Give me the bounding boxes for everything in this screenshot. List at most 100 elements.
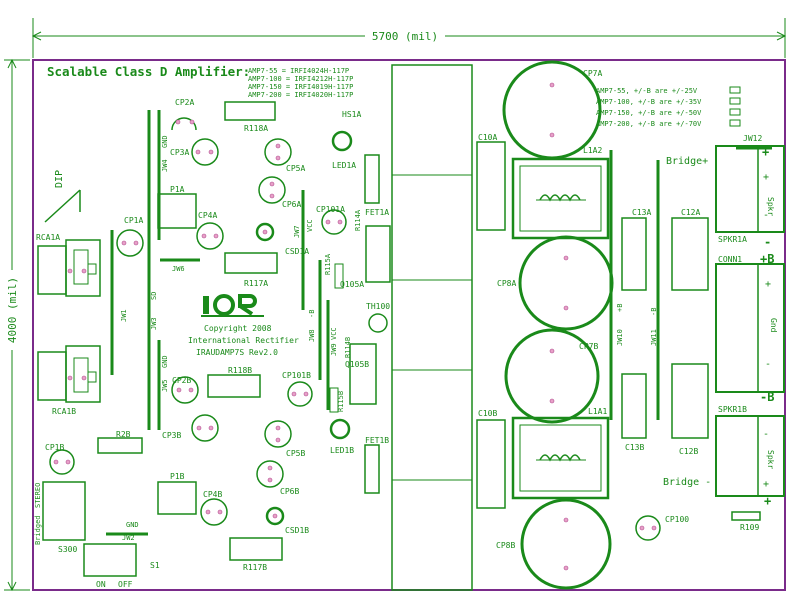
spkr1a-minus: - <box>763 210 769 221</box>
rca1b-connector <box>37 345 101 403</box>
jw6-label: JW6 <box>172 265 185 273</box>
cp5b-label: CP5B <box>286 449 305 458</box>
vcc-label-top: VCC <box>306 219 314 232</box>
rail-note-4: AMP7-200, +/-B are +/-70V <box>596 120 702 128</box>
spkr1b-minus: - <box>763 429 769 440</box>
cp3a-label: CP3A <box>170 148 189 157</box>
cp100-capacitor <box>635 515 661 541</box>
p1a-pot <box>157 193 197 229</box>
heatsink <box>391 64 473 591</box>
conn1-gnd-label: Gnd <box>769 318 778 333</box>
rail-minus-sign: - <box>764 235 771 249</box>
s300-label: S300 <box>58 545 77 554</box>
cp6a-label: CP6A <box>282 200 301 209</box>
jw2-label: JW2 <box>122 534 135 542</box>
gnd-label-bottom: GND <box>161 355 169 368</box>
cp8b-capacitor <box>520 498 612 590</box>
cp1b-capacitor <box>49 449 75 475</box>
conn1-terminal <box>715 263 785 393</box>
s300-switch <box>42 481 86 541</box>
r114a-label: R114A <box>354 209 362 231</box>
cp6b-capacitor <box>256 460 284 488</box>
variant-1: AMP7-55 = IRFI4024H-117P <box>248 67 349 75</box>
jw1-label: JW1 <box>120 309 128 322</box>
spkr1a-label: SPKR1A <box>718 235 747 244</box>
cp8a-label: CP8A <box>497 279 516 288</box>
vcc-label-bottom: VCC <box>330 327 338 340</box>
cp2b-capacitor <box>171 376 199 404</box>
csd1a-diode <box>255 222 275 242</box>
jw10-label: JW10 <box>616 329 624 346</box>
th100-thermistor <box>368 313 388 333</box>
jw4-label: JW4 <box>161 159 169 172</box>
cp8b-label: CP8B <box>496 541 515 550</box>
p1b-pot <box>157 481 197 515</box>
r118b-resistor <box>207 374 261 398</box>
jw5-label: JW5 <box>161 379 169 392</box>
c12b-label: C12B <box>679 447 698 456</box>
r115a-label: R115A <box>324 253 332 275</box>
r115b-label: R115B <box>337 391 345 412</box>
conn1-minus: - <box>765 359 771 370</box>
c13b-capacitor <box>621 373 647 439</box>
cp3a-capacitor <box>191 138 219 166</box>
cp2a-label: CP2A <box>175 98 194 107</box>
r117b-resistor <box>229 537 283 561</box>
bottom-plus-sign: + <box>764 494 771 508</box>
spkr1b-spkr-label: Spkr <box>766 450 775 469</box>
spkr1b-label: SPKR1B <box>718 405 747 414</box>
hs1a-label: HS1A <box>342 110 361 119</box>
variant-3: AMP7-150 = IRFI4019H-117P <box>248 83 353 91</box>
r118b-label: R118B <box>228 366 252 375</box>
jw11-label: JW11 <box>650 329 658 346</box>
rail-note-2: AMP7-100, +/-B are +/-35V <box>596 98 702 106</box>
r109-resistor <box>731 511 761 521</box>
q105a-label: Q105A <box>340 280 364 289</box>
spkr1a-plus: + <box>763 172 769 183</box>
c13b-label: C13B <box>625 443 644 452</box>
r2b-label: R2B <box>116 430 131 439</box>
cp5a-capacitor <box>264 138 292 166</box>
p1b-label: P1B <box>170 472 185 481</box>
cp1b-label: CP1B <box>45 443 64 452</box>
r117b-label: R117B <box>243 563 267 572</box>
p1a-label: P1A <box>170 185 185 194</box>
r114b-label: R114B <box>344 337 352 358</box>
r118a-label: R118A <box>244 124 268 133</box>
r115a-resistor <box>334 263 344 289</box>
bridge-plus-label: Bridge+ <box>666 156 708 167</box>
cp5a-label: CP5A <box>286 164 305 173</box>
cp6a-capacitor <box>258 176 286 204</box>
big-plus-b-label: +B <box>760 252 774 266</box>
fet1a-fet <box>364 154 380 204</box>
csd1a-label: CSD1A <box>285 247 309 256</box>
bridge-minus-label: Bridge - <box>663 477 711 488</box>
l1a1-label: L1A1 <box>588 407 607 416</box>
q105b-transistor <box>349 343 377 405</box>
cp1a-capacitor <box>116 229 144 257</box>
bridged-label: Bridged <box>34 515 42 545</box>
c10b-capacitor <box>476 419 506 509</box>
spkr1b-plus: + <box>763 479 769 490</box>
minus-b-label-rail: -B <box>650 308 658 316</box>
q105a-transistor <box>365 225 391 283</box>
jw12-plus-sign: + <box>762 145 769 159</box>
q105b-label: Q105B <box>345 360 369 369</box>
cp3b-label: CP3B <box>162 431 181 440</box>
c10a-label: C10A <box>478 133 497 142</box>
r118a-resistor <box>224 101 276 121</box>
csd1b-diode <box>265 506 285 526</box>
board-outline <box>32 59 786 591</box>
jw9-label: JW9 <box>330 343 338 356</box>
cp1a-label: CP1A <box>124 216 143 225</box>
c12b-capacitor <box>671 363 709 439</box>
spkr1b-terminal <box>715 415 785 497</box>
cp8a-capacitor <box>518 235 614 331</box>
cp101b-capacitor <box>287 381 313 407</box>
cp101a-capacitor <box>321 209 347 235</box>
jw12-label: JW12 <box>743 134 762 143</box>
cp2a-capacitor <box>171 117 197 131</box>
gnd-label-top: GND <box>161 135 169 148</box>
copyright-line-1: Copyright 2008 <box>204 324 272 333</box>
